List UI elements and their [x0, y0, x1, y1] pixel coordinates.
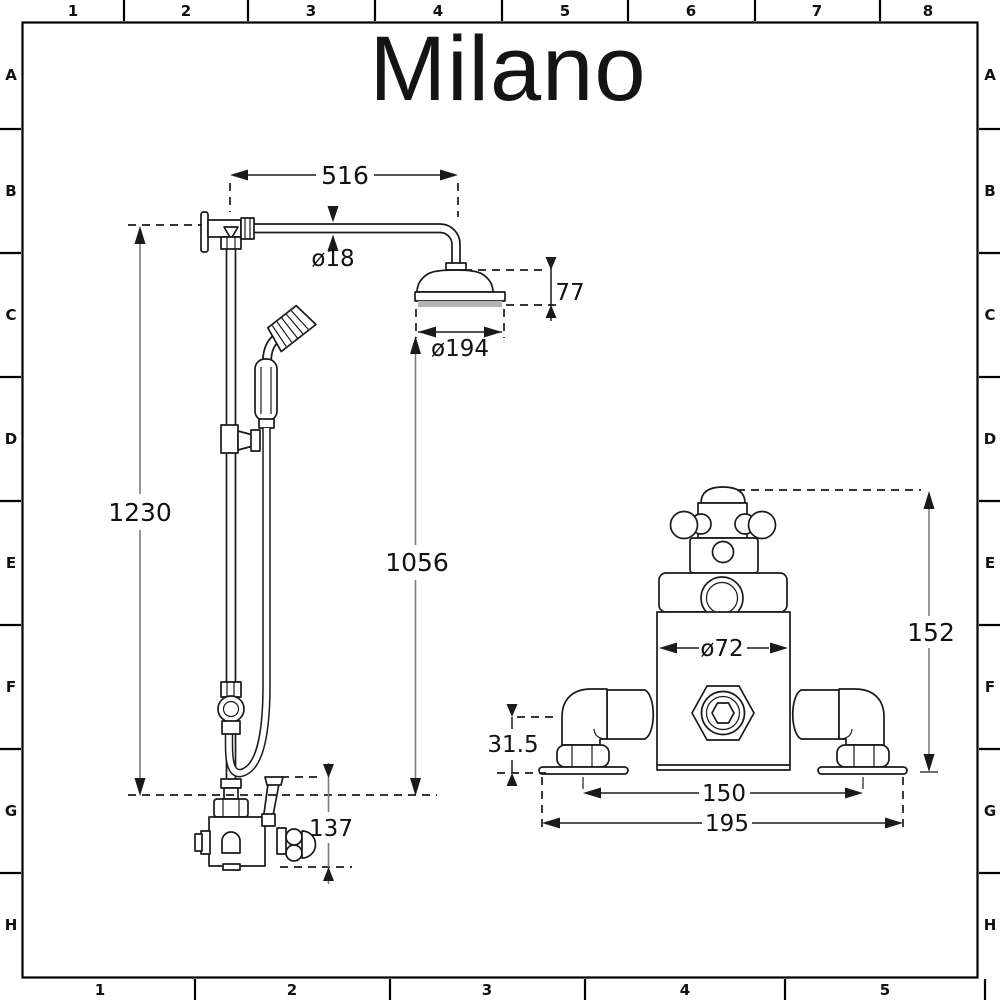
- grid-label: D: [5, 430, 17, 448]
- dim-inlet-centres: 150: [582, 777, 864, 807]
- dim-head-depth-label: 77: [555, 280, 584, 306]
- shower-system-view: 516 ø18 77 ø194 1230: [108, 161, 585, 884]
- shower-hose: [224, 428, 271, 778]
- valve-front-view: ø72: [487, 486, 955, 837]
- wall-mount-tee: [200, 211, 255, 253]
- dim-head-to-outlet: 1056: [385, 336, 449, 796]
- grid-label: 4: [680, 981, 690, 999]
- dim-head-diameter-label: ø194: [431, 336, 489, 362]
- grid-label: 8: [923, 2, 933, 20]
- brand-logo-title: Milano: [369, 18, 646, 120]
- grid-label: B: [5, 182, 16, 200]
- dim-head-to-outlet-label: 1056: [385, 548, 449, 577]
- grid-label: 1: [68, 2, 78, 20]
- centre-hex-bolt: [691, 685, 755, 741]
- dim-elbow-offset-label: 31.5: [487, 732, 538, 758]
- grid-label: H: [5, 916, 18, 934]
- dim-body-diameter-label: ø72: [700, 636, 743, 662]
- grid-label: 4: [433, 2, 443, 20]
- dim-arm-projection: 516: [229, 161, 459, 217]
- grid-bottom-ticks: [193, 979, 987, 1000]
- grid-left-ticks: [0, 127, 21, 875]
- grid-label: C: [5, 306, 16, 324]
- grid-label: E: [6, 554, 16, 572]
- grid-top-labels: 1 2 3 4 5 6 7 8: [68, 2, 933, 20]
- dim-valve-height: 137: [280, 763, 353, 884]
- grid-right-ticks: [979, 127, 1000, 875]
- grid-left-labels: A B C D E F G H: [5, 66, 18, 934]
- grid-label: 2: [287, 981, 297, 999]
- grid-label: B: [984, 182, 995, 200]
- hand-shower-head: [266, 304, 317, 353]
- grid-label: F: [6, 678, 16, 696]
- grid-label: E: [985, 554, 995, 572]
- dim-overall-height-right-label: 152: [907, 618, 955, 647]
- grid-label: 7: [812, 2, 822, 20]
- dim-overall-height-right: 152: [737, 489, 955, 773]
- shower-head: [414, 269, 506, 307]
- dim-inlet-centres-label: 150: [702, 781, 746, 807]
- grid-label: 1: [95, 981, 105, 999]
- inlet-elbow-right: [791, 688, 908, 775]
- hand-shower-handle: [254, 358, 278, 422]
- grid-label: 3: [306, 2, 316, 20]
- hand-shower: [254, 304, 317, 429]
- dim-head-depth: 77: [464, 257, 585, 321]
- grid-label: F: [985, 678, 995, 696]
- dim-overall-height-label: 1230: [108, 498, 172, 527]
- thermostatic-valve-side: [194, 776, 317, 871]
- dim-head-diameter: ø194: [415, 309, 505, 362]
- grid-right-labels: A B C D E F G H: [984, 66, 997, 934]
- grid-label: A: [5, 66, 17, 84]
- grid-top-ticks: [122, 0, 882, 21]
- riser-bottom-fittings: [213, 681, 249, 818]
- shower-arm: [254, 223, 467, 271]
- grid-label: 5: [560, 2, 570, 20]
- dim-arm-diameter-label: ø18: [311, 246, 354, 272]
- dim-overall-height: 1230: [108, 224, 202, 796]
- dim-arm-diameter: ø18: [311, 206, 355, 272]
- grid-label: 3: [482, 981, 492, 999]
- handset-bracket: [220, 424, 261, 454]
- shower-head-face-band: [418, 301, 502, 307]
- grid-label: 5: [880, 981, 890, 999]
- grid-label: C: [984, 306, 995, 324]
- dim-body-diameter: ø72: [659, 636, 788, 662]
- grid-label: A: [984, 66, 996, 84]
- dim-arm-projection-label: 516: [321, 161, 369, 190]
- dim-valve-height-label: 137: [309, 816, 353, 842]
- valve-neck: [689, 537, 759, 574]
- grid-label: G: [5, 802, 17, 820]
- dim-overall-width-label: 195: [705, 811, 749, 837]
- grid-label: 2: [181, 2, 191, 20]
- grid-label: H: [984, 916, 997, 934]
- grid-label: 6: [686, 2, 696, 20]
- hose-swivel-ring: [217, 695, 245, 723]
- crosshead-handle: [669, 486, 777, 540]
- grid-label: G: [984, 802, 996, 820]
- grid-bottom-labels: 1 2 3 4 5: [95, 981, 890, 999]
- dim-overall-width: 195: [541, 777, 904, 837]
- grid-label: D: [984, 430, 996, 448]
- inlet-elbow-left: [538, 688, 655, 775]
- dim-elbow-offset: 31.5: [487, 704, 559, 786]
